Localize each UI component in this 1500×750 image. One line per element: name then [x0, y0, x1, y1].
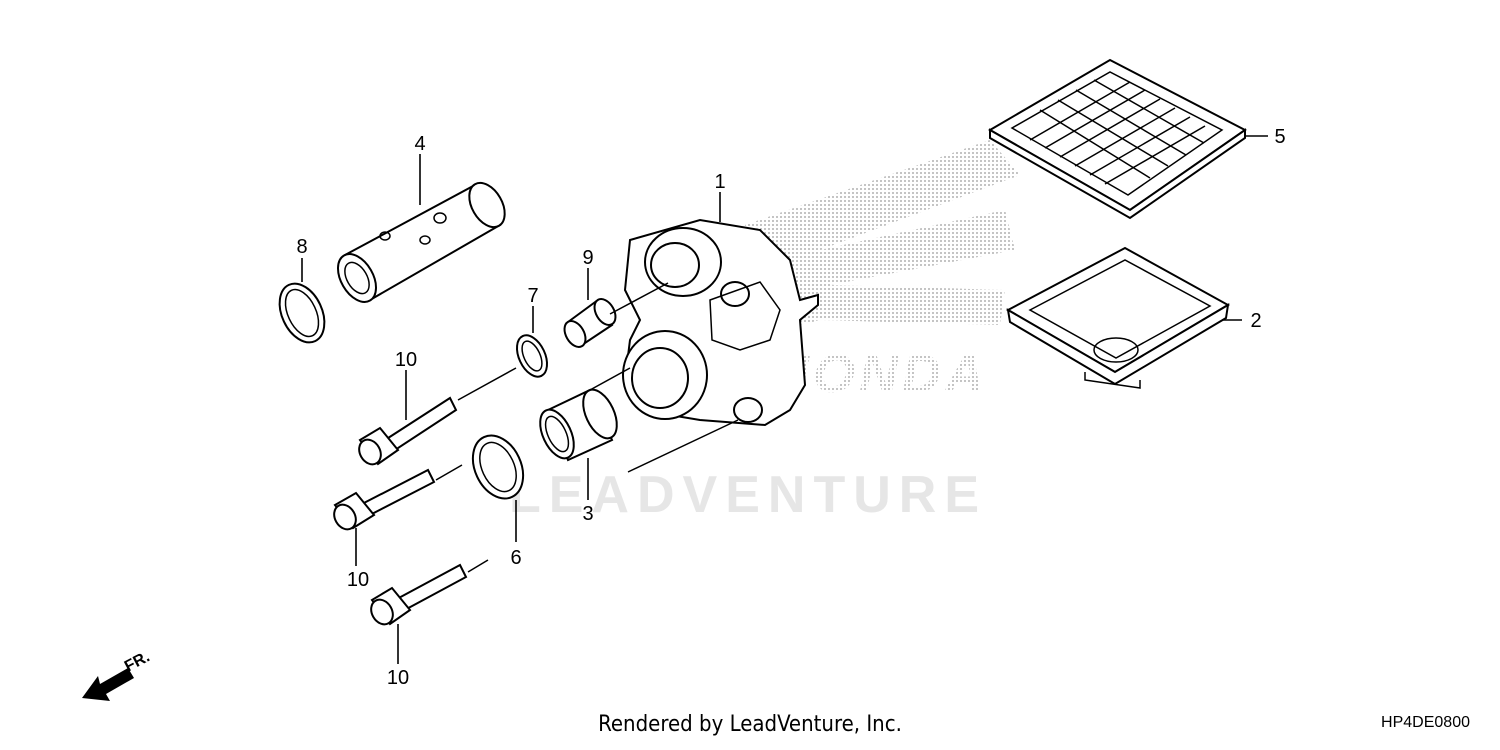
leader-lines: [301, 135, 1268, 664]
collar-3: [539, 388, 618, 462]
o-ring-8: [278, 282, 326, 344]
leadventure-watermark: LEADVENTURE: [509, 466, 987, 524]
o-ring-6: [471, 434, 525, 500]
honda-logo-text: HONDA: [770, 344, 988, 404]
flange-bolt-10c: [370, 563, 468, 626]
callout-3: 3: [582, 503, 593, 525]
callout-10-middle: 10: [347, 569, 369, 591]
arrow-icon: [82, 668, 134, 701]
callout-10-upper: 10: [395, 349, 417, 371]
callout-5: 5: [1274, 126, 1285, 148]
callout-9: 9: [582, 247, 593, 269]
strainer-tray: [1005, 246, 1231, 389]
callout-1: 1: [714, 171, 725, 193]
oil-strainer-screen: [988, 58, 1247, 220]
callout-6: 6: [510, 547, 521, 569]
callout-7: 7: [527, 285, 538, 307]
callout-2: 2: [1250, 310, 1261, 332]
callout-numbers: 1 2 3 4 5 6 7 8 9 10 10 10: [296, 126, 1285, 689]
drawing-code: HP4DE0800: [1381, 714, 1470, 731]
pump-rotor-sleeve: [337, 181, 506, 303]
front-direction-arrow: FR.: [82, 648, 153, 701]
honda-wing-logo: HONDA: [745, 140, 1020, 404]
flange-bolt-10b: [333, 468, 436, 531]
rendered-by-footer: Rendered by LeadVenture, Inc.: [598, 712, 902, 737]
dowel-pin-9: [563, 298, 617, 348]
o-ring-7: [515, 334, 549, 378]
callout-4: 4: [414, 133, 425, 155]
callout-10-lower: 10: [387, 667, 409, 689]
alignment-lines: [435, 282, 739, 573]
flange-bolt-10a: [358, 396, 458, 466]
oil-pump-body: [622, 218, 819, 427]
callout-8: 8: [296, 236, 307, 258]
